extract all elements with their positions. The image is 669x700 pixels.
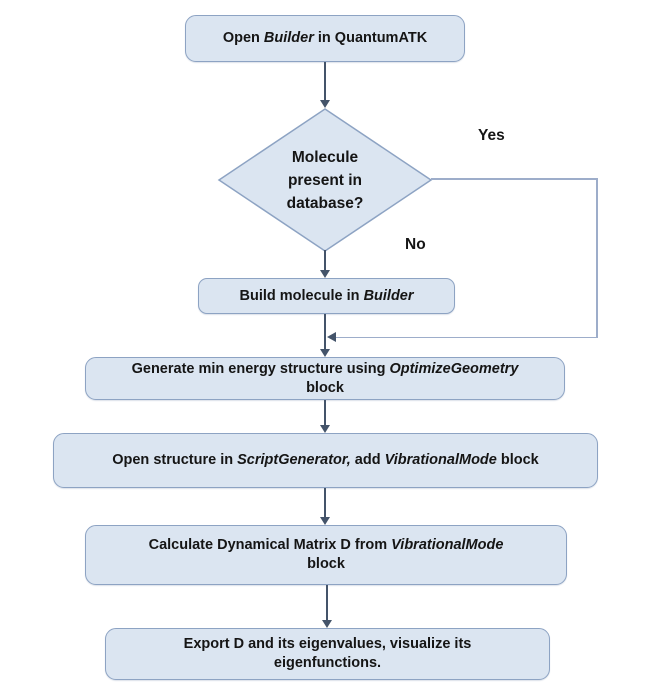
- arrowhead-down-icon: [320, 349, 330, 357]
- connector-build-to-generate: [324, 314, 326, 349]
- yes-loop-right-segment: [596, 178, 598, 338]
- no-branch-label: No: [405, 236, 426, 253]
- arrowhead-down-icon: [322, 620, 332, 628]
- arrowhead-down-icon: [320, 425, 330, 433]
- yes-loop-top-segment: [431, 178, 598, 180]
- start-node-open-builder: Open Builder in QuantumATK: [185, 15, 465, 62]
- connector-decision-to-build: [324, 250, 326, 270]
- arrowhead-left-icon: [327, 332, 336, 342]
- process-node-build-molecule: Build molecule in Builder: [198, 278, 455, 314]
- arrowhead-down-icon: [320, 100, 330, 108]
- node-label-line1: Export D and its eigenvalues, visualize …: [183, 636, 472, 652]
- node-label: Open Builder in QuantumATK: [222, 30, 428, 46]
- node-label-line2: block: [307, 556, 345, 572]
- connector-start-to-decision: [324, 62, 326, 101]
- node-label: Open structure in ScriptGenerator, add V…: [112, 452, 539, 468]
- node-label-line1: Generate min energy structure using Opti…: [131, 360, 519, 377]
- node-label-line2: block: [306, 379, 344, 396]
- process-node-calculate-matrix: Calculate Dynamical Matrix D from Vibrat…: [85, 525, 567, 585]
- arrowhead-down-icon: [320, 270, 330, 278]
- end-node-export-results: Export D and its eigenvalues, visualize …: [105, 628, 550, 680]
- process-node-generate-structure: Generate min energy structure using Opti…: [85, 357, 565, 400]
- connector-generate-to-open: [324, 400, 326, 425]
- node-label: Build molecule in Builder: [239, 287, 414, 304]
- connector-open-to-calculate: [324, 488, 326, 517]
- process-node-open-structure: Open structure in ScriptGenerator, add V…: [53, 433, 598, 488]
- connector-calculate-to-export: [326, 585, 328, 620]
- node-label-line2: eigenfunctions.: [273, 655, 382, 671]
- yes-branch-label: Yes: [478, 127, 505, 144]
- arrowhead-down-icon: [320, 517, 330, 525]
- node-label-line1: Calculate Dynamical Matrix D from Vibrat…: [148, 537, 504, 553]
- yes-loop-bottom-segment: [335, 336, 597, 339]
- decision-label: Molecule present in database?: [286, 149, 364, 212]
